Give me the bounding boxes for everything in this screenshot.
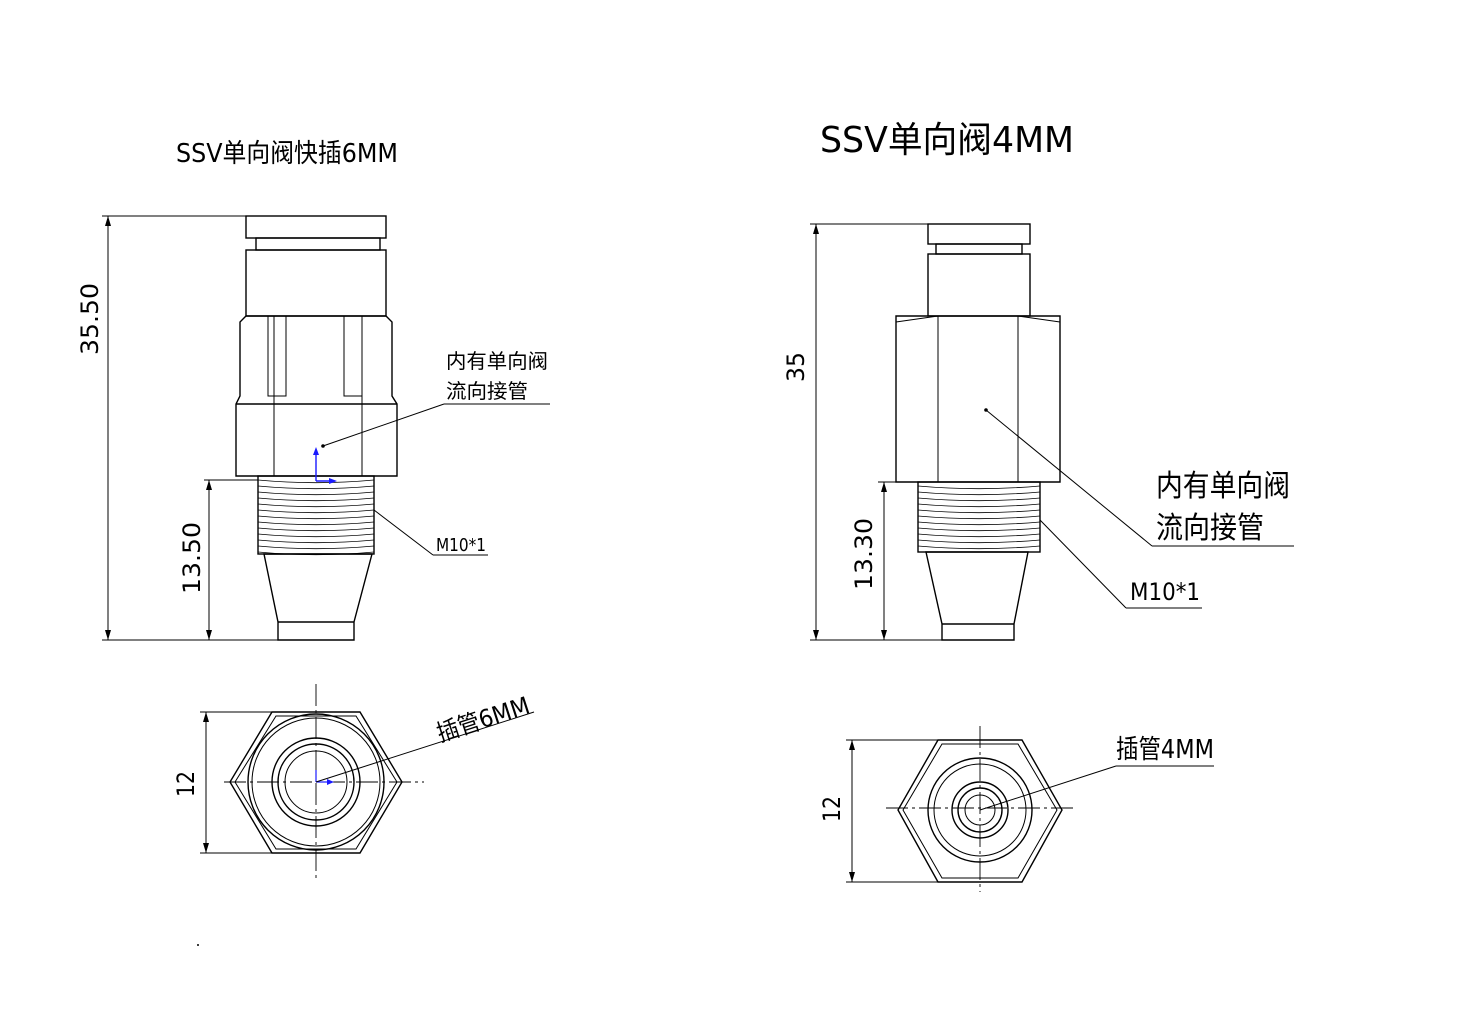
left-note-line1: 内有单向阀 (446, 349, 548, 373)
left-axis-marker (313, 447, 337, 484)
left-collet-cap (245, 215, 387, 239)
thread-crest (257, 527, 375, 532)
thread-crest (917, 521, 1041, 526)
left-hex-outline (229, 711, 403, 854)
thread-crest (257, 521, 375, 526)
thread-crest (917, 545, 1041, 550)
left-thread (257, 475, 375, 556)
thread-crest (257, 509, 375, 514)
thread-crest (257, 533, 375, 538)
left-side-view (235, 215, 398, 641)
thread-crest (917, 527, 1041, 532)
right-dim-overall: 35 (782, 223, 942, 641)
right-thread-leader: M10*1 (1039, 519, 1202, 609)
left-dim-thread-length-text: 13.50 (178, 522, 206, 594)
right-thread (917, 481, 1041, 553)
right-note-line1: 内有单向阀 (1156, 469, 1290, 504)
left-dim-hex-width-text: 12 (172, 771, 200, 797)
left-part-drawing: SSV单向阀快插6MM (76, 139, 550, 882)
right-dim-hex-width-text: 12 (818, 796, 846, 822)
thread-crest (257, 479, 375, 484)
thread-crest (257, 503, 375, 508)
right-hex-outline (897, 739, 1063, 883)
thread-crest (917, 533, 1041, 538)
thread-crest (917, 515, 1041, 520)
right-dim-overall-text: 35 (782, 352, 810, 382)
right-side-view (895, 223, 1061, 641)
right-part-drawing: SSV单向阀4MM (782, 120, 1294, 892)
thread-crest (917, 503, 1041, 508)
right-note-line2: 流向接管 (1156, 511, 1264, 546)
thread-crest (917, 497, 1041, 502)
right-dim-thread-length: 13.30 (850, 481, 918, 640)
left-dim-overall: 35.50 (76, 215, 278, 641)
left-thread-leader: M10*1 (373, 509, 488, 556)
thread-crest (257, 491, 375, 496)
thread-crest (917, 509, 1041, 514)
thread-crest (917, 539, 1041, 544)
left-collar (245, 249, 387, 317)
left-note-line2: 流向接管 (446, 379, 528, 403)
thread-crest (917, 485, 1041, 490)
left-tube-label: 插管6MM (433, 691, 533, 747)
left-dim-hex-width: 12 (172, 711, 272, 854)
right-dim-thread-length-text: 13.30 (850, 518, 878, 590)
left-dim-overall-text: 35.50 (76, 283, 104, 355)
right-tube-inner (964, 794, 996, 826)
left-dim-thread-length: 13.50 (178, 479, 258, 640)
left-end-axis-marker (315, 770, 334, 785)
right-tube-label: 插管4MM (1116, 735, 1214, 765)
thread-crest (257, 485, 375, 490)
left-note-leader: 内有单向阀 流向接管 (322, 349, 550, 447)
right-hex-body (895, 315, 1061, 483)
thread-crest (917, 491, 1041, 496)
thread-crest (257, 545, 375, 550)
right-bore-outer (927, 757, 1033, 863)
left-thread-label: M10*1 (436, 535, 486, 556)
right-tube-outer (951, 781, 1009, 839)
right-note-leader: 内有单向阀 流向接管 (985, 409, 1294, 547)
right-dim-hex-width: 12 (818, 739, 938, 883)
thread-crest (257, 539, 375, 544)
left-tube-inner (284, 750, 348, 814)
right-title: SSV单向阀4MM (820, 120, 1074, 161)
left-hex-body (235, 315, 398, 477)
left-cone (263, 553, 373, 641)
right-collet-cap (927, 223, 1031, 245)
left-title: SSV单向阀快插6MM (176, 139, 398, 169)
left-bore-outer (247, 713, 385, 851)
left-end-view: 插管6MM (224, 684, 535, 882)
right-thread-label: M10*1 (1130, 578, 1200, 606)
left-tube-outer (277, 743, 355, 821)
right-collar (927, 253, 1031, 317)
right-end-view: 插管4MM (886, 726, 1214, 892)
thread-crest (257, 497, 375, 502)
right-cone (925, 551, 1029, 641)
thread-crest (257, 515, 375, 520)
